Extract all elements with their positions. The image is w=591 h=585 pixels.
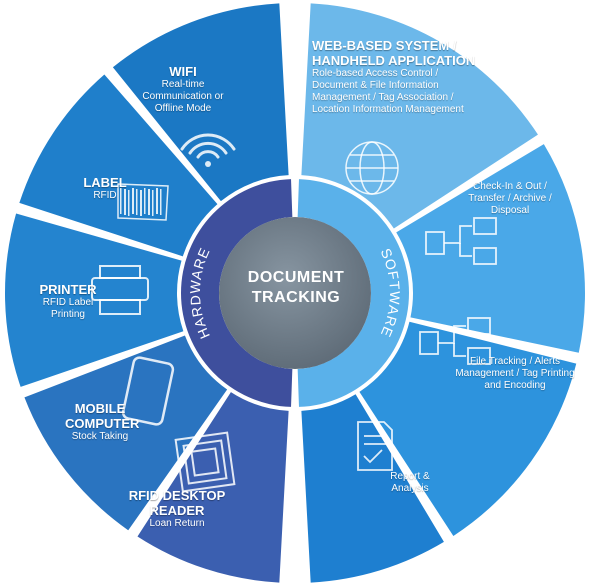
segment-rfid-desktop-reader[interactable]: RFID DESKTOP READER Loan Return: [118, 488, 236, 530]
wifi-subtitle: Real-time Communication or Offline Mode: [142, 79, 224, 114]
printer-icon: [91, 265, 149, 315]
globe-icon: [345, 141, 399, 195]
wifi-icon: [180, 133, 236, 159]
software-segment-4: [301, 394, 444, 583]
hub-title: DOCUMENT TRACKING: [247, 269, 345, 306]
segment-file-tracking[interactable]: File Tracking / Alerts Management / Tag …: [455, 356, 575, 392]
icons-layer: [91, 133, 497, 493]
segment-check-in-out[interactable]: Check-In & Out / Transfer / Archive / Di…: [460, 181, 560, 217]
segment-label[interactable]: LABEL RFID: [70, 175, 140, 202]
wifi-title: WIFI: [169, 64, 197, 79]
web-based-subtitle: Role-based Access Control / Document & F…: [312, 68, 464, 115]
report-analysis-subtitle: Report & Analysis: [390, 471, 430, 494]
label-subtitle: RFID: [93, 190, 117, 201]
rfid-reader-icon: [174, 431, 236, 493]
label-title: LABEL: [83, 175, 127, 190]
hardware-segment-4: [24, 335, 228, 531]
rfid-reader-title: RFID DESKTOP READER: [128, 488, 226, 518]
hub-circle: [219, 217, 371, 369]
segment-wifi[interactable]: WIFI Real-time Communication or Offline …: [128, 64, 238, 115]
workflow-icon: [425, 217, 497, 265]
mobile-computer-title: MOBILE COMPUTER: [65, 401, 140, 431]
printer-title: PRINTER: [39, 282, 97, 297]
hardware-segment-1: [112, 3, 289, 202]
file-tracking-subtitle: File Tracking / Alerts Management / Tag …: [455, 356, 575, 391]
mobile-phone-icon: [121, 356, 175, 426]
wifi-dot-icon: [205, 161, 211, 167]
check-in-out-subtitle: Check-In & Out / Transfer / Archive / Di…: [468, 181, 552, 216]
segment-report-analysis[interactable]: Report & Analysis: [375, 471, 445, 495]
rfid-reader-subtitle: Loan Return: [149, 518, 205, 529]
rfid-label-icon: [120, 188, 162, 216]
software-segment-3: [359, 321, 577, 536]
rfid-label-outline-icon: [117, 183, 169, 221]
workflow-icon-2: [419, 317, 491, 365]
inner-ring: HARDWARE SOFTWARE: [180, 179, 410, 407]
hardware-segment-2: [19, 74, 218, 257]
software-ring: [297, 179, 410, 407]
printer-subtitle: RFID Label Printing: [42, 297, 94, 320]
hardware-ring: [180, 179, 293, 407]
segment-mobile-computer[interactable]: MOBILE COMPUTER Stock Taking: [50, 401, 150, 443]
report-icon: [357, 421, 393, 471]
mobile-computer-subtitle: Stock Taking: [71, 431, 129, 442]
segment-printer[interactable]: PRINTER RFID Label Printing: [20, 282, 116, 321]
web-based-title: WEB-BASED SYSTEM / HANDHELD APPLICATION: [312, 38, 476, 68]
segment-web-based-system[interactable]: WEB-BASED SYSTEM / HANDHELD APPLICATION …: [312, 38, 492, 116]
